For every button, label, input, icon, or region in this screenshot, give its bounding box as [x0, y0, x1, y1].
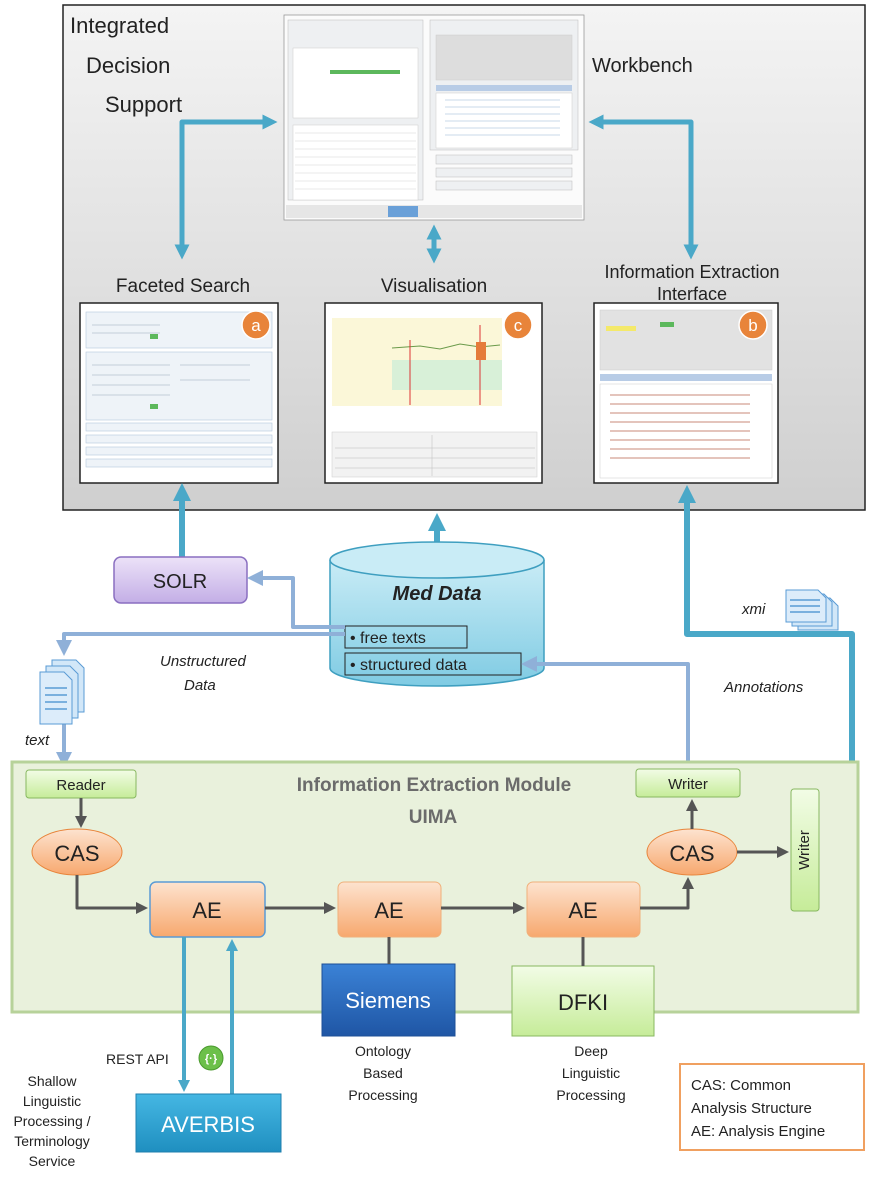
med-data-title: Med Data: [393, 583, 482, 605]
deep-caption: Deep Linguistic Processing: [556, 1043, 625, 1103]
panel-title-line2: Decision: [86, 53, 170, 78]
ae-label-3: AE: [568, 898, 597, 923]
faceted-search-label: Faceted Search: [116, 276, 250, 297]
svg-text:Ontology: Ontology: [355, 1043, 411, 1059]
module-title: Information Extraction Module: [297, 775, 571, 796]
visualisation-label: Visualisation: [381, 276, 487, 297]
dfki-label: DFKI: [558, 990, 608, 1015]
legend-line-3: AE: Analysis Engine: [691, 1123, 825, 1140]
badge-a: [241, 310, 271, 340]
svg-text:Based: Based: [363, 1065, 403, 1081]
badge-b-label: b: [748, 316, 757, 335]
rest-api-label: REST API: [106, 1051, 169, 1067]
visualisation-screenshot: [324, 302, 543, 484]
svg-text:Processing: Processing: [348, 1087, 417, 1103]
arrow-freetexts-to-solr: [247, 570, 345, 629]
cas-left-label: CAS: [54, 841, 99, 866]
badge-b: [738, 310, 768, 340]
arrow-cas-to-ae1: [75, 875, 148, 914]
free-texts-box: [344, 625, 468, 649]
reader-label: Reader: [56, 777, 105, 794]
arrow-workbench-faceted: [174, 114, 278, 260]
siemens-box: [321, 963, 456, 1037]
ie-interface-label-line2: Interface: [657, 284, 727, 304]
averbis-box: [135, 1093, 282, 1153]
svg-text:Deep: Deep: [574, 1043, 608, 1059]
module-subtitle: UIMA: [409, 807, 458, 828]
panel-title-line3: Support: [105, 92, 182, 117]
unstructured-label-line1: Unstructured: [160, 653, 247, 670]
legend-line-2: Analysis Structure: [691, 1100, 812, 1117]
unstructured-label-line2: Data: [184, 677, 216, 694]
svg-text:Processing: Processing: [556, 1087, 625, 1103]
legend-line-1: CAS: Common: [691, 1077, 791, 1094]
svg-text:Linguistic: Linguistic: [562, 1065, 620, 1081]
svg-text:Terminology: Terminology: [14, 1133, 89, 1149]
workbench-label: Workbench: [592, 55, 693, 77]
writer-top-label: Writer: [668, 776, 708, 793]
annotations-label: Annotations: [723, 679, 804, 696]
writer-side-label: Writer: [796, 830, 813, 870]
structured-data-label: • structured data: [350, 657, 467, 674]
ae-label-2: AE: [374, 898, 403, 923]
xmi-label: xmi: [741, 601, 766, 618]
svg-text:Service: Service: [29, 1153, 76, 1169]
averbis-label: AVERBIS: [161, 1112, 255, 1137]
legend-box: [679, 1063, 865, 1151]
badge-a-label: a: [251, 316, 261, 335]
ae-label-1: AE: [192, 898, 221, 923]
arrow-ae3-to-cas: [640, 877, 694, 910]
text-label: text: [25, 732, 50, 749]
api-icon: {·}: [198, 1045, 224, 1071]
writer-side-box: [790, 788, 820, 912]
writer-top-box: [635, 768, 741, 798]
cas-right-label: CAS: [669, 841, 714, 866]
panel-title-line1: Integrated: [70, 13, 169, 38]
xmi-document-icon: [785, 589, 839, 631]
siemens-label: Siemens: [345, 988, 431, 1013]
arrow-writer-to-structured: [521, 656, 690, 768]
free-texts-label: • free texts: [350, 630, 426, 647]
dfki-box: [511, 965, 655, 1037]
shallow-caption: Shallow Linguistic Processing / Terminol…: [13, 1073, 90, 1169]
med-data-database: [329, 541, 545, 687]
solr-label: SOLR: [153, 571, 207, 593]
badge-c: [503, 310, 533, 340]
svg-text:Linguistic: Linguistic: [23, 1093, 81, 1109]
svg-text:{·}: {·}: [205, 1053, 218, 1065]
workbench-screenshot: [283, 14, 585, 221]
arrow-freetexts-to-text: [56, 632, 345, 656]
text-document-icon: [39, 659, 85, 725]
arrow-workbench-ie: [588, 114, 699, 260]
ie-interface-label-line1: Information Extraction: [604, 262, 779, 282]
ontology-caption: Ontology Based Processing: [348, 1043, 417, 1103]
svg-text:Processing /: Processing /: [13, 1113, 90, 1129]
badge-c-label: c: [514, 316, 523, 335]
svg-text:Shallow: Shallow: [27, 1073, 77, 1089]
